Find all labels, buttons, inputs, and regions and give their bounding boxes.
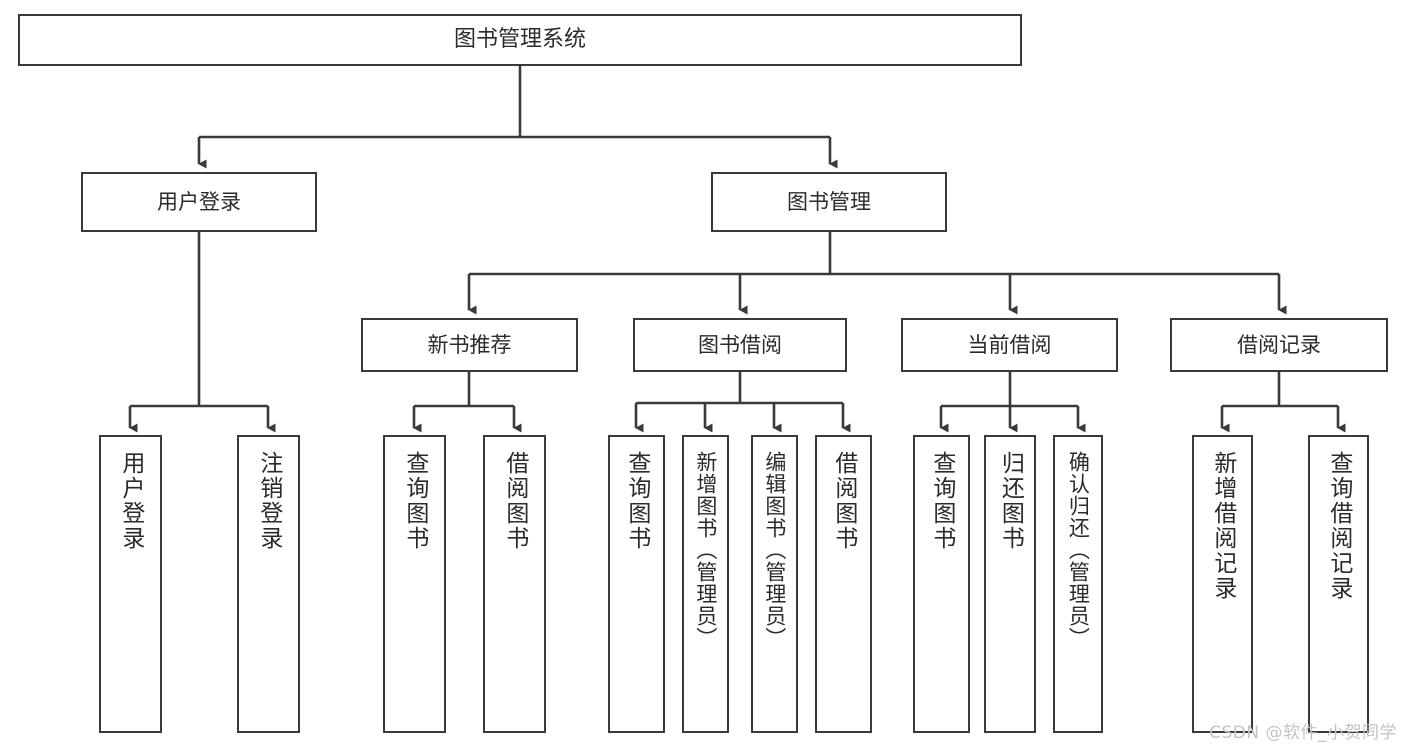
node-label: 图书借阅	[698, 332, 782, 357]
leaf-borrow-borrow-book[interactable]: 借阅图书	[815, 435, 872, 733]
node-root-system[interactable]: 图书管理系统	[18, 14, 1022, 66]
node-label: 查询图书	[623, 451, 650, 551]
node-label: 图书管理系统	[453, 27, 586, 53]
node-label: 借阅图书	[501, 451, 528, 551]
node-new-book-recommend[interactable]: 新书推荐	[361, 318, 578, 372]
leaf-recommend-query-book[interactable]: 查询图书	[383, 435, 446, 733]
node-label: 归还图书	[997, 451, 1024, 551]
node-label: 新增借阅记录	[1209, 451, 1236, 601]
node-label: 借阅图书	[830, 451, 857, 551]
leaf-borrow-edit-book-admin[interactable]: 编辑图书（管理员）	[751, 435, 798, 733]
node-label: 注销登录	[255, 451, 282, 551]
node-book-borrow[interactable]: 图书借阅	[633, 318, 847, 372]
node-label: 查询图书	[928, 451, 955, 551]
node-label: 用户登录	[117, 451, 144, 551]
leaf-current-confirm-return-admin[interactable]: 确认归还（管理员）	[1053, 435, 1103, 733]
leaf-borrow-add-book-admin[interactable]: 新增图书（管理员）	[682, 435, 729, 733]
node-label: 新增图书（管理员）	[693, 451, 718, 649]
node-user-login[interactable]: 用户登录	[81, 172, 317, 232]
leaf-recommend-borrow-book[interactable]: 借阅图书	[483, 435, 546, 733]
leaf-record-add-record[interactable]: 新增借阅记录	[1192, 435, 1253, 733]
node-label: 借阅记录	[1237, 332, 1321, 357]
node-label: 查询借阅记录	[1325, 451, 1352, 601]
node-label: 当前借阅	[967, 332, 1052, 357]
node-label: 编辑图书（管理员）	[762, 451, 787, 649]
node-label: 确认归还（管理员）	[1066, 451, 1091, 649]
node-borrow-record[interactable]: 借阅记录	[1170, 318, 1388, 372]
node-label: 查询图书	[401, 451, 428, 551]
leaf-borrow-query-book[interactable]: 查询图书	[608, 435, 665, 733]
node-label: 图书管理	[787, 189, 871, 214]
leaf-record-query-record[interactable]: 查询借阅记录	[1308, 435, 1369, 733]
leaf-user-login-logout[interactable]: 注销登录	[237, 435, 300, 733]
node-book-management[interactable]: 图书管理	[711, 172, 947, 232]
leaf-current-query-book[interactable]: 查询图书	[913, 435, 970, 733]
leaf-current-return-book[interactable]: 归还图书	[984, 435, 1036, 733]
node-label: 用户登录	[157, 189, 241, 214]
watermark: CSDN @软件_小贺同学	[1209, 723, 1397, 743]
node-current-borrow[interactable]: 当前借阅	[901, 318, 1118, 372]
leaf-user-login-login[interactable]: 用户登录	[99, 435, 162, 733]
node-label: 新书推荐	[427, 332, 512, 357]
